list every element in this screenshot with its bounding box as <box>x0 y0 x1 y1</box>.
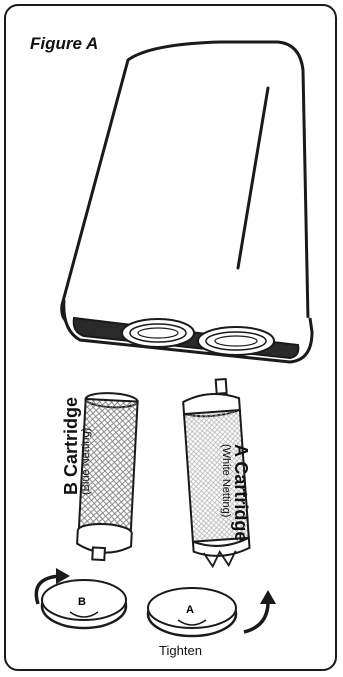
caption-text: Tighten <box>159 643 202 658</box>
a-cap-letter: A <box>186 604 194 616</box>
a-cap <box>146 587 238 638</box>
a-cartridge <box>182 377 251 569</box>
right-port <box>197 326 275 356</box>
a-cartridge-name: A Cartridge <box>231 444 251 542</box>
tighten-arrow-right <box>243 590 276 634</box>
a-cartridge-netting: (White Netting) <box>220 444 232 518</box>
b-cartridge-netting: (Blue Netting) <box>80 427 92 495</box>
tighten-arrow-left <box>34 568 70 605</box>
b-cartridge-name: B Cartridge <box>61 396 81 495</box>
b-cartridge-label: B Cartridge (Blue Netting) <box>61 396 92 495</box>
figure-title: Figure A <box>30 34 99 53</box>
b-cartridge <box>76 392 139 562</box>
filter-housing <box>60 40 314 364</box>
left-port <box>121 318 195 348</box>
b-cap <box>40 579 128 630</box>
b-cap-letter: B <box>78 596 86 608</box>
figure-caption: Tighten <box>0 643 343 658</box>
a-cartridge-label: A Cartridge (White Netting) <box>220 444 251 542</box>
